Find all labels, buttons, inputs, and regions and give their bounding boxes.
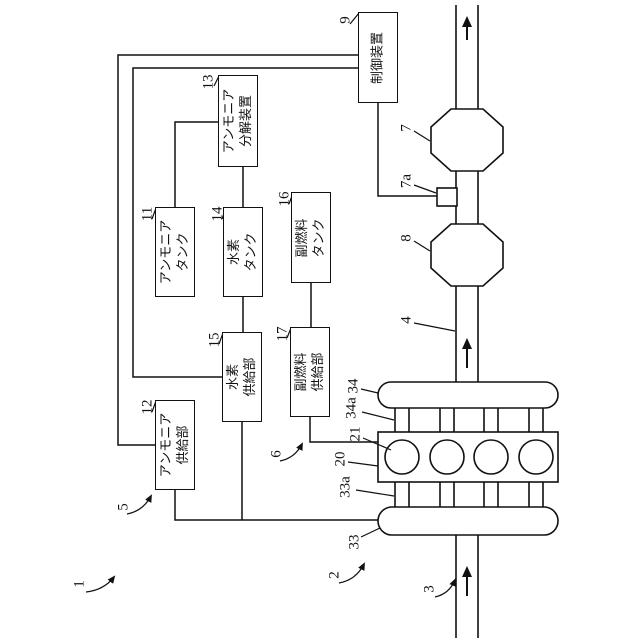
hydrogen-tank-box: 水素 タンク xyxy=(223,207,263,297)
ref-8: 8 xyxy=(398,234,415,242)
hydrogen-tank-label: 水素 タンク xyxy=(226,232,258,272)
leader-7a xyxy=(413,184,437,194)
ref-14: 14 xyxy=(209,206,226,222)
ammonia-decomposer-box: アンモニア 分解装置 xyxy=(218,75,258,167)
leader-33 xyxy=(360,527,381,538)
ammonia-tank-label: アンモニア タンク xyxy=(158,219,190,285)
ref-15: 15 xyxy=(206,332,223,348)
control-line-to-sensor xyxy=(377,103,437,197)
catalyst-8-octagon xyxy=(430,223,504,287)
ref-11: 11 xyxy=(139,206,156,222)
intake-ports xyxy=(394,482,544,507)
cylinder-2 xyxy=(429,439,465,475)
ref-6: 6 xyxy=(268,450,285,458)
catalysts xyxy=(430,108,504,287)
control-device-label: 制御装置 xyxy=(369,31,385,84)
ref-3: 3 xyxy=(421,585,438,593)
ref-5: 5 xyxy=(115,503,132,511)
line-ammonia-supply-to-intake-manifold xyxy=(174,490,378,521)
leader-3 xyxy=(434,578,456,598)
ref-34: 34 xyxy=(345,378,362,394)
cylinder-4 xyxy=(518,439,554,475)
cylinder-1 xyxy=(384,439,420,475)
intake-manifold xyxy=(377,506,559,536)
subfuel-supply-label: 副燃料 供給部 xyxy=(293,352,325,392)
ref-4: 4 xyxy=(398,316,415,324)
ref-21: 21 xyxy=(347,426,364,442)
line-ammonia-tank-to-decomposer xyxy=(174,121,218,207)
ammonia-tank-box: アンモニア タンク xyxy=(155,207,195,297)
ammonia-supply-label: アンモニア 供給部 xyxy=(158,412,190,478)
pipes xyxy=(455,5,479,638)
leader-1 xyxy=(85,575,116,593)
hydrogen-supply-box: 水素 供給部 xyxy=(222,332,262,422)
connector-lines xyxy=(117,54,437,521)
line-subfuel-supply-to-engine xyxy=(309,417,378,443)
leader-6 xyxy=(279,442,303,462)
exhaust-manifold xyxy=(377,381,559,409)
ref-1: 1 xyxy=(71,580,88,588)
leader-34 xyxy=(360,388,379,394)
catalyst-7-octagon xyxy=(430,108,504,172)
leader-34a xyxy=(361,411,395,421)
ammonia-decomposer-label: アンモニア 分解装置 xyxy=(221,88,253,154)
ref-7a: 7a xyxy=(398,173,415,189)
hydrogen-supply-label: 水素 供給部 xyxy=(225,357,257,397)
leader-33a xyxy=(355,489,395,497)
ref-33a: 33a xyxy=(337,476,354,498)
leader-4 xyxy=(413,322,456,332)
leader-9 xyxy=(349,12,360,25)
subfuel-tank-box: 副燃料 タンク xyxy=(291,192,331,283)
ref-34a: 34a xyxy=(343,397,360,419)
ref-16: 16 xyxy=(276,191,293,207)
ref-20: 20 xyxy=(332,451,349,467)
ammonia-supply-box: アンモニア 供給部 xyxy=(155,400,195,490)
ref-17: 17 xyxy=(274,326,291,342)
ref-9: 9 xyxy=(337,16,354,24)
engine-assembly xyxy=(377,381,559,536)
ref-12: 12 xyxy=(139,399,156,415)
ref-7: 7 xyxy=(398,124,415,132)
control-line-to-hydrogen-supply xyxy=(132,67,358,378)
leader-7 xyxy=(413,130,431,142)
sensor-7a-box xyxy=(436,187,458,207)
leader-5 xyxy=(126,494,152,515)
ref-33: 33 xyxy=(346,534,363,550)
cylinder-3 xyxy=(473,439,509,475)
leader-lines xyxy=(151,12,456,538)
leader-20 xyxy=(347,461,379,467)
exhaust-ports xyxy=(394,408,544,432)
leader-2 xyxy=(338,562,365,584)
subfuel-tank-label: 副燃料 タンク xyxy=(294,217,326,258)
ref-2: 2 xyxy=(326,571,343,579)
leader-8 xyxy=(413,240,431,252)
subfuel-supply-box: 副燃料 供給部 xyxy=(290,327,330,417)
curved-leaders xyxy=(85,442,456,598)
ref-13: 13 xyxy=(200,74,217,90)
leader-21 xyxy=(362,437,392,451)
control-line-to-ammonia-supply xyxy=(117,54,358,446)
control-device-box: 制御装置 xyxy=(358,12,398,103)
